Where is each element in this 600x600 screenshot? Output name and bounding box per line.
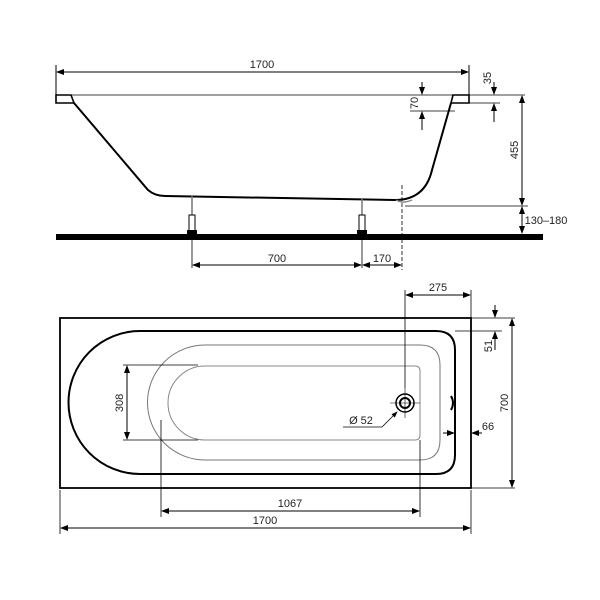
side-view: 1700 700 170 <box>55 59 568 270</box>
leg-to-drain-label: 170 <box>373 253 391 265</box>
top-length-label: 1700 <box>253 515 277 527</box>
leg-right <box>357 198 367 268</box>
width-label: 700 <box>499 394 511 412</box>
drain-diameter-label: Ø 52 <box>349 415 373 427</box>
leg-left <box>187 196 197 268</box>
inner-width-label: 308 <box>114 394 126 412</box>
leg-spacing-label: 700 <box>268 253 286 265</box>
side-length-label: 1700 <box>250 59 274 71</box>
drain-from-end-label: 275 <box>429 282 447 294</box>
inner-length-label: 1067 <box>278 498 302 510</box>
drain-icon <box>390 388 420 418</box>
end-wall-label: 66 <box>482 421 494 433</box>
leg-height-label: 130–180 <box>525 215 568 227</box>
tub-outline <box>59 317 472 489</box>
floor <box>56 234 543 240</box>
overflow-offset-label: 70 <box>409 97 421 109</box>
top-view: Ø 52 275 51 700 66 308 1067 1700 <box>59 282 515 534</box>
depth-label: 455 <box>509 141 521 159</box>
rim-width-label: 51 <box>483 340 495 352</box>
rim-thickness-label: 35 <box>482 72 494 84</box>
